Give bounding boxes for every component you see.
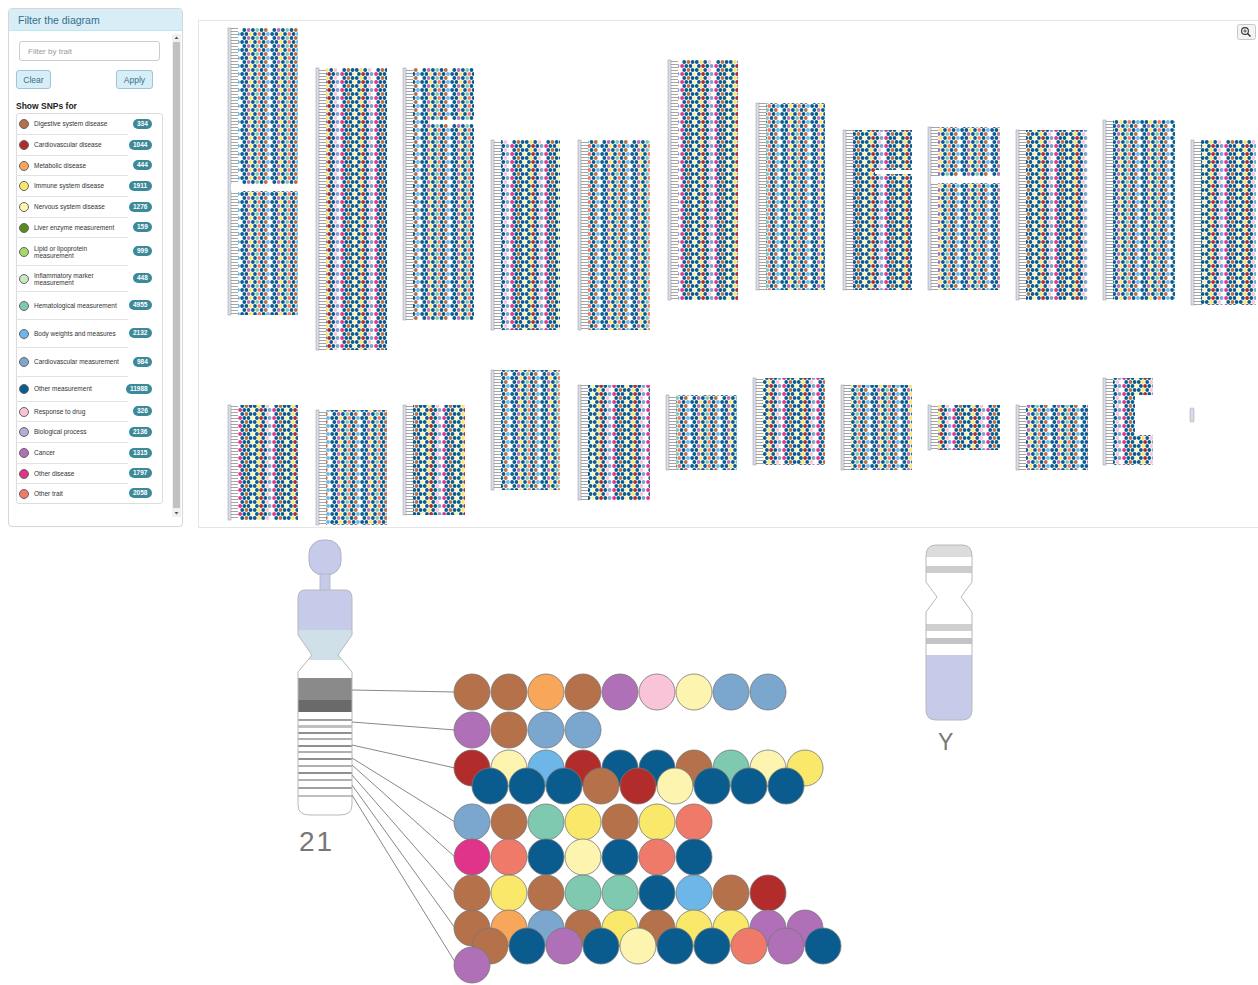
legend-row: Metabolic disease — [16, 155, 128, 175]
legend-swatch — [19, 119, 29, 129]
legend-swatch — [19, 301, 29, 311]
count-badge: 2058 — [129, 488, 152, 498]
legend-row: Body weights and measures — [16, 319, 128, 347]
count-badge: 448 — [133, 273, 152, 283]
search-input: Filter by trait — [19, 41, 160, 61]
legend-swatch — [19, 407, 29, 417]
apply-button: Apply — [116, 70, 153, 89]
count-text: 984 — [137, 358, 148, 366]
legend-text: Liver enzyme measurement — [34, 224, 114, 232]
legend-row: Response to drug — [16, 401, 128, 421]
count-badge: 1911 — [129, 181, 152, 191]
legend-swatch — [19, 489, 29, 499]
count-text: 1276 — [133, 203, 147, 211]
legend-swatch — [19, 223, 29, 233]
legend-row: Nervous system disease — [16, 196, 128, 217]
count-text: 2132 — [133, 329, 147, 337]
count-text: 11988 — [130, 385, 148, 393]
count-text: 1044 — [133, 141, 147, 149]
legend-text: Cardiovascular measurement — [34, 358, 119, 366]
legend-text: Body weights and measures — [34, 330, 116, 338]
legend-row: Other measurement — [16, 376, 128, 401]
legend-row: Other disease — [16, 463, 128, 483]
legend-row: Biological process — [16, 421, 128, 442]
legend-swatch — [19, 469, 29, 479]
count-badge: 4955 — [129, 300, 152, 310]
btn-text: Apply — [117, 75, 152, 85]
btn-text: Clear — [17, 75, 50, 85]
count-badge: 2132 — [129, 328, 152, 338]
legend-swatch — [19, 140, 29, 150]
count-text: 159 — [137, 223, 148, 231]
legend-text: Other trait — [34, 490, 63, 498]
legend-swatch — [19, 181, 29, 191]
count-badge: 11988 — [126, 384, 152, 394]
legend-row: Hematological measurement — [16, 291, 128, 319]
legend-text: Cancer — [34, 449, 55, 457]
chromosome-label: 21 — [299, 826, 334, 858]
count-text: 1797 — [133, 469, 147, 477]
legend-text: Other disease — [34, 470, 74, 478]
legend-swatch — [19, 329, 29, 339]
count-badge: 326 — [133, 406, 152, 416]
panel-header: Filter the diagram — [9, 9, 182, 31]
panel-title: Filter the diagram — [18, 14, 100, 26]
count-text: 326 — [137, 407, 148, 415]
legend-text: Hematological measurement — [34, 302, 117, 310]
legend-swatch — [19, 357, 29, 367]
filter-panel: Filter the diagramFilter by traitClear Ap… — [8, 8, 183, 527]
legend-text: Digestive system disease — [34, 120, 107, 128]
count-text: 999 — [137, 247, 148, 255]
legend-text: Response to drug — [34, 408, 85, 416]
legend-row: Digestive system disease — [16, 114, 128, 134]
count-badge: 1276 — [129, 202, 152, 212]
legend-row: Cardiovascular disease — [16, 134, 128, 155]
legend-swatch — [19, 384, 29, 394]
count-badge: 1797 — [129, 468, 152, 478]
legend-row: Immune system disease — [16, 175, 128, 196]
count-text: 1911 — [133, 182, 147, 190]
chromosome-label: Y — [938, 729, 953, 756]
legend-swatch — [19, 448, 29, 458]
count-badge: 334 — [133, 119, 152, 129]
clear-button: Clear — [16, 70, 51, 89]
legend-text: Metabolic disease — [34, 162, 86, 170]
count-text: 334 — [137, 120, 148, 128]
count-badge: 1044 — [129, 140, 152, 150]
legend-swatch — [19, 202, 29, 212]
input-text: Filter by trait — [28, 47, 72, 56]
legend-row: Lipid or lipoprotein measurement — [16, 237, 128, 265]
count-text: 448 — [137, 274, 148, 282]
count-badge: 1315 — [129, 448, 152, 458]
legend-text: Cardiovascular disease — [34, 141, 102, 149]
legend-swatch — [19, 247, 29, 257]
legend-swatch — [19, 274, 29, 284]
count-badge: 984 — [133, 357, 152, 367]
legend-row: Inflammatory marker measurement — [16, 265, 128, 291]
legend-text: Other measurement — [34, 385, 92, 393]
count-text: 2058 — [133, 489, 147, 497]
section-heading: Show SNPs for — [16, 101, 77, 111]
legend-swatch — [19, 161, 29, 171]
legend-text: Lipid or lipoprotein measurement — [34, 244, 120, 259]
count-badge: 2136 — [129, 427, 152, 437]
legend-row: Cardiovascular measurement — [16, 347, 128, 376]
count-badge: 444 — [133, 160, 152, 170]
count-badge: 999 — [133, 246, 152, 256]
count-badge: 159 — [133, 222, 152, 232]
legend-row: Other trait — [16, 483, 128, 503]
legend-text: Inflammatory marker measurement — [34, 271, 120, 286]
legend-text: Nervous system disease — [34, 203, 105, 211]
count-text: 1315 — [133, 449, 147, 457]
count-text: 4955 — [133, 301, 147, 309]
legend-text: Biological process — [34, 428, 86, 436]
count-text: 444 — [137, 161, 148, 169]
legend-swatch — [19, 427, 29, 437]
legend-row: Cancer — [16, 442, 128, 463]
legend-row: Liver enzyme measurement — [16, 217, 128, 237]
legend-text: Immune system disease — [34, 182, 104, 190]
count-text: 2136 — [133, 428, 147, 436]
